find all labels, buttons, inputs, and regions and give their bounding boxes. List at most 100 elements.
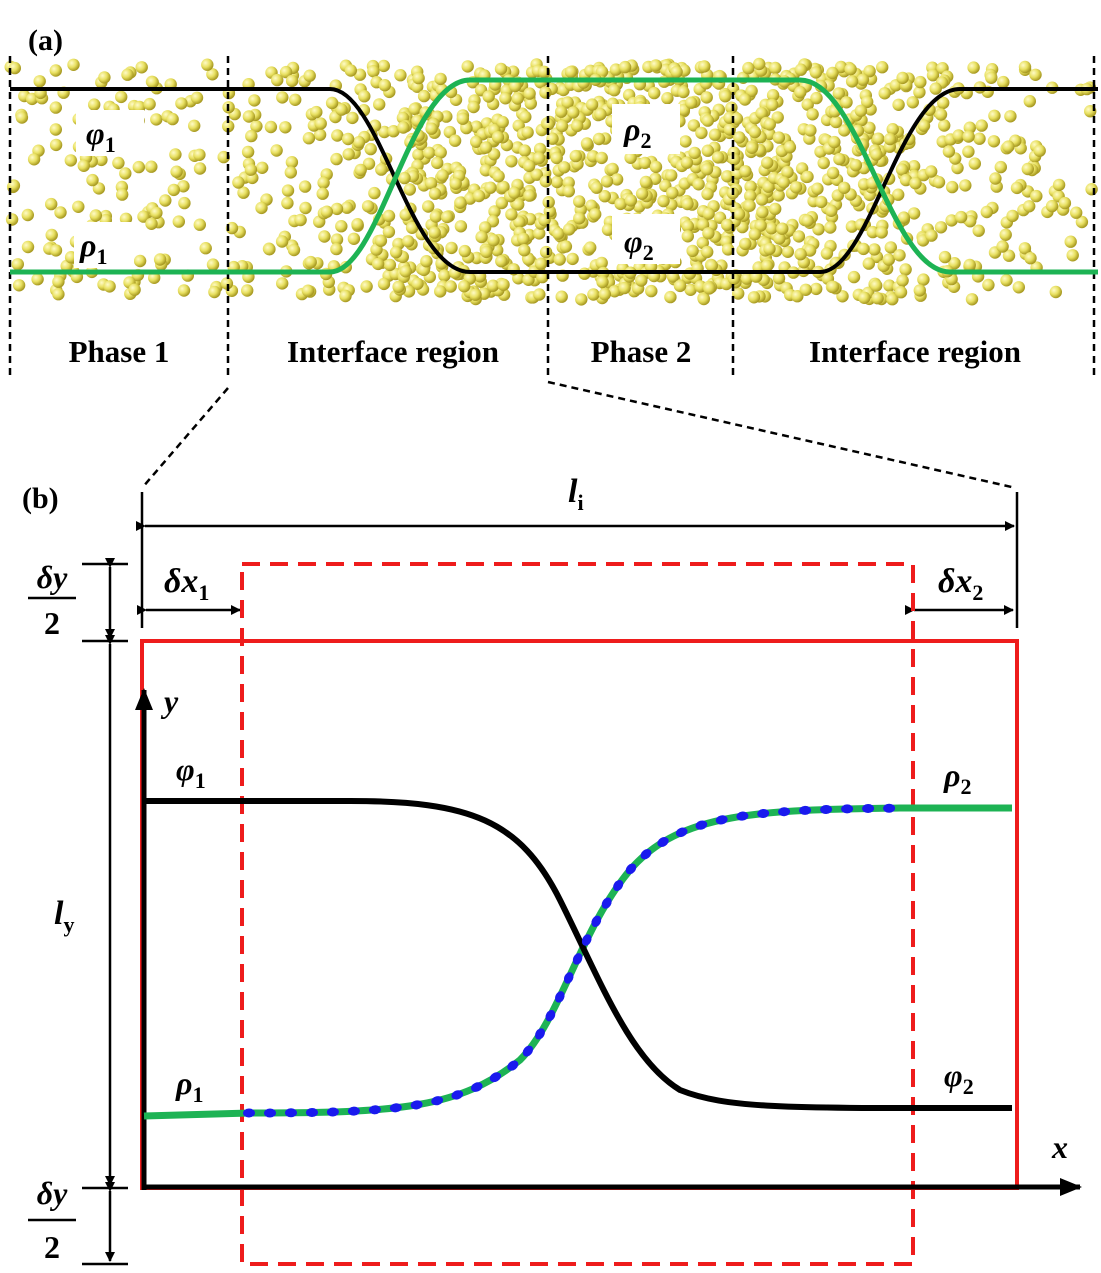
- particle: [762, 180, 775, 193]
- particle: [115, 90, 128, 104]
- particle: [220, 277, 234, 290]
- particle: [408, 102, 421, 116]
- particle: [199, 242, 212, 255]
- sample-point: [799, 805, 812, 815]
- particle: [33, 75, 46, 88]
- particle: [405, 221, 419, 234]
- particle: [496, 115, 509, 129]
- sample-point: [489, 1072, 502, 1083]
- particle: [98, 71, 111, 84]
- particle: [148, 271, 161, 284]
- particle: [304, 255, 317, 269]
- particle: [103, 280, 116, 293]
- particle: [281, 184, 295, 197]
- particle: [559, 240, 573, 253]
- particle: [374, 234, 388, 247]
- particle: [434, 285, 447, 298]
- particle: [743, 199, 756, 212]
- particle: [518, 144, 531, 157]
- particle: [836, 290, 849, 303]
- particle: [914, 75, 927, 89]
- particle: [1006, 209, 1019, 223]
- particle: [458, 244, 471, 258]
- particle: [145, 217, 158, 230]
- particle: [635, 274, 648, 287]
- particle: [392, 280, 405, 293]
- particle: [596, 275, 609, 289]
- particle: [938, 119, 951, 132]
- particle: [680, 156, 694, 169]
- particle: [193, 162, 207, 175]
- particle: [119, 212, 133, 225]
- particle: [1018, 60, 1032, 74]
- particle: [487, 234, 500, 247]
- particle: [946, 180, 959, 194]
- particle: [728, 153, 741, 166]
- particle: [996, 240, 1009, 253]
- particle: [72, 200, 85, 213]
- rho1-label-b: ρ1: [175, 1065, 203, 1107]
- sample-point: [736, 811, 749, 821]
- particle: [951, 161, 964, 175]
- particle: [866, 225, 879, 239]
- particle: [358, 90, 371, 103]
- particle: [1024, 252, 1037, 265]
- particle: [263, 243, 276, 256]
- particle: [858, 291, 871, 304]
- particle: [863, 121, 876, 134]
- particle: [361, 200, 375, 213]
- particle: [562, 223, 576, 236]
- sample-point: [715, 815, 728, 825]
- particle: [521, 126, 534, 139]
- particle: [1029, 68, 1042, 82]
- particle: [45, 228, 58, 242]
- particle: [533, 142, 547, 156]
- particle: [913, 284, 926, 297]
- particle: [287, 243, 301, 257]
- sample-point: [563, 972, 574, 984]
- particle: [445, 241, 458, 255]
- particle: [31, 273, 44, 286]
- particle: [562, 185, 575, 198]
- particle: [153, 253, 167, 266]
- particle: [330, 202, 344, 216]
- particle: [564, 65, 578, 79]
- particle: [590, 181, 603, 194]
- phi2-label-b: φ2: [944, 1057, 974, 1099]
- ly-label: ly: [54, 895, 74, 937]
- particle: [773, 232, 786, 245]
- sample-point: [264, 1108, 276, 1118]
- particle: [705, 259, 718, 272]
- particle: [893, 249, 906, 262]
- particle: [772, 272, 786, 285]
- particle: [458, 280, 471, 293]
- particle: [997, 75, 1010, 89]
- particle: [721, 243, 735, 256]
- particle: [598, 190, 611, 203]
- particle: [755, 106, 768, 120]
- dy-top-fraction: δy 2: [28, 559, 76, 641]
- particle: [721, 218, 734, 232]
- particle: [208, 285, 221, 299]
- particle: [777, 176, 790, 189]
- particle: [289, 93, 302, 107]
- particle: [701, 187, 714, 201]
- particle: [475, 230, 488, 244]
- particle: [739, 237, 752, 251]
- particle: [54, 206, 67, 219]
- svg-text:2: 2: [44, 605, 60, 641]
- particle: [143, 97, 156, 111]
- particle: [340, 201, 354, 214]
- particle: [794, 63, 808, 76]
- particle: [886, 293, 899, 306]
- particle: [95, 153, 108, 167]
- phi2-label-a: φ2: [624, 223, 654, 265]
- sample-point: [757, 808, 770, 819]
- particle: [188, 119, 201, 132]
- particle: [959, 179, 972, 192]
- particle: [948, 257, 961, 270]
- particle: [523, 189, 536, 202]
- particle: [657, 194, 670, 208]
- particle: [1018, 242, 1032, 255]
- particle: [320, 205, 333, 218]
